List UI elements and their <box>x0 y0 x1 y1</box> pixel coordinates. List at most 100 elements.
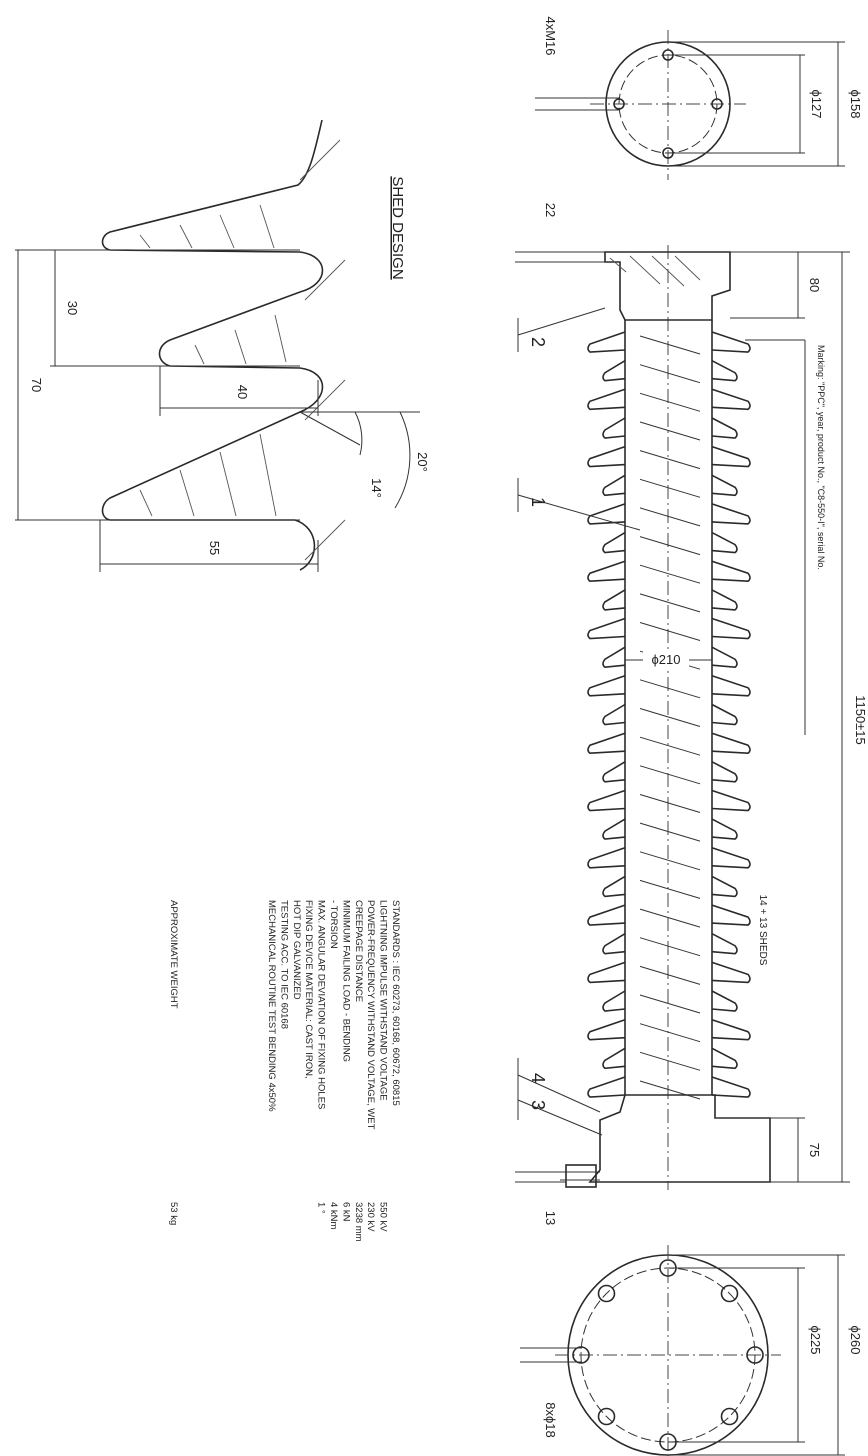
angle-arc-small <box>354 411 363 456</box>
shed-profile-outline <box>101 119 324 571</box>
top-flange <box>604 251 731 321</box>
spec-label: POWER-FREQUENCY WITHSTAND VOLTAGE, WET <box>365 900 376 1130</box>
spec-label: FIXING DEVICE MATERIAL: CAST IRON, <box>303 900 314 1079</box>
shed-design-title: SHED DESIGN <box>389 176 406 279</box>
bottom-fixing-hole <box>746 1346 764 1364</box>
small-shed <box>602 761 738 783</box>
large-shed <box>587 847 751 869</box>
core-hatch <box>639 822 701 842</box>
spec-value: 1 ° <box>316 1202 327 1214</box>
shed-design-detail: SHED DESIGN 30 70 <box>15 119 430 572</box>
large-shed-overhang-label: 55 <box>207 541 222 555</box>
shed-profile <box>587 331 751 1100</box>
bottom-pcd-diameter: ϕ225 <box>808 1326 823 1355</box>
angle-small-label: 14° <box>369 478 384 498</box>
small-shed <box>602 531 738 554</box>
large-shed <box>587 1018 751 1041</box>
small-shed <box>602 474 738 497</box>
large-shed <box>587 961 751 984</box>
core-hatch <box>639 1023 701 1043</box>
core-hatch <box>639 364 701 384</box>
shed-hatching <box>139 139 346 561</box>
core-hatch <box>639 765 701 785</box>
large-shed <box>587 560 751 583</box>
core-hatch <box>639 622 701 641</box>
side-view: 1150±15 80 Marking: "PPC", year, product… <box>515 203 868 1225</box>
bottom-flange <box>560 1094 771 1188</box>
top-flange-height-label: 80 <box>807 278 822 292</box>
spec-label: STANDARDS : IEC 60273, 60168, 60672, 608… <box>390 900 401 1106</box>
large-shed <box>587 503 751 525</box>
large-shed <box>587 445 751 468</box>
core-hatch <box>639 1080 701 1100</box>
core-hatch <box>639 421 701 441</box>
large-shed <box>587 904 751 926</box>
top-outer-diameter: ϕ158 <box>848 90 863 119</box>
small-shed <box>602 359 738 382</box>
large-shed <box>587 1076 751 1098</box>
bottom-fixing-hole <box>720 1284 739 1303</box>
small-shed <box>602 818 738 840</box>
base-thickness-label: 13 <box>543 1211 558 1225</box>
small-shed <box>602 589 738 611</box>
small-shed-overhang-label: 40 <box>235 385 250 399</box>
part-number: 3 <box>528 1100 548 1110</box>
small-shed <box>602 646 738 669</box>
part-number: 2 <box>528 337 548 347</box>
large-shed <box>587 388 751 411</box>
bottom-fixing-hole <box>597 1284 616 1303</box>
bottom-end-view: ϕ260 ϕ225 8xϕ18 <box>520 1245 863 1456</box>
small-shed <box>602 703 738 726</box>
sheds-count-label: 14 + 13 SHEDS <box>757 895 768 966</box>
core-hatch <box>639 851 701 871</box>
angle-large-label: 20° <box>415 452 430 472</box>
small-shed <box>602 875 738 898</box>
spec-label: MAX. ANGULAR DEVIATION OF FIXING HOLES <box>316 900 327 1109</box>
core-hatch <box>639 564 701 584</box>
core-hatch <box>639 1051 701 1071</box>
spec-label: MINIMUM FAILING LOAD - BENDING <box>340 900 351 1062</box>
bottom-flange-height-label: 75 <box>807 1143 822 1157</box>
core-hatch <box>639 507 701 527</box>
top-bolt-label: 4xM16 <box>543 16 558 55</box>
core-hatch <box>639 908 701 928</box>
large-shed <box>587 617 751 640</box>
large-shed <box>587 331 751 353</box>
top-flange-thickness-label: 22 <box>543 203 558 217</box>
spec-label: TESTING ACC. TO IEC 60168 <box>278 900 289 1029</box>
core-hatch <box>639 536 701 556</box>
core-hatch <box>639 392 701 412</box>
weight-label: APPROXIMATE WEIGHT <box>168 900 179 1009</box>
core-hatch <box>639 879 701 899</box>
core-hatch <box>639 708 701 727</box>
spec-label: LIGHTNING IMPULSE WITHSTAND VOLTAGE <box>378 900 389 1101</box>
bottom-fixing-hole <box>597 1407 616 1426</box>
large-shed <box>587 732 751 755</box>
spec-value: 6 kN <box>340 1202 351 1222</box>
core-diameter-label: ϕ210 <box>652 652 681 667</box>
bottom-outer-diameter: ϕ260 <box>848 1326 863 1355</box>
bottom-hole-label: 8xϕ18 <box>543 1402 558 1437</box>
pitch-total-label: 70 <box>29 378 44 392</box>
core-hatch <box>639 450 701 470</box>
spec-label: MECHANICAL ROUTINE TEST BENDING 4x50% <box>266 900 277 1112</box>
top-end-view: ϕ158 ϕ127 4xM16 <box>535 16 863 180</box>
bottom-fixing-hole <box>572 1346 590 1364</box>
small-shed <box>602 990 738 1012</box>
top-bolt-hole <box>613 98 625 110</box>
part-number: 4 <box>528 1073 548 1083</box>
top-pcd-diameter: ϕ127 <box>809 90 824 119</box>
core-hatch <box>639 736 701 756</box>
large-shed <box>587 789 751 812</box>
spec-value: 4 kNm <box>328 1202 339 1230</box>
core-hatch <box>639 794 701 813</box>
specifications-block: STANDARDS : IEC 60273, 60168, 60672, 608… <box>168 900 401 1242</box>
core-hatch <box>639 994 701 1014</box>
core-hatch <box>639 593 701 613</box>
part-number: 1 <box>528 497 548 507</box>
spec-value: 230 kV <box>365 1202 376 1232</box>
spec-value: 3238 mm <box>353 1202 364 1242</box>
spec-label: CREEPAGE DISTANCE <box>353 900 364 1002</box>
large-shed <box>587 675 751 697</box>
